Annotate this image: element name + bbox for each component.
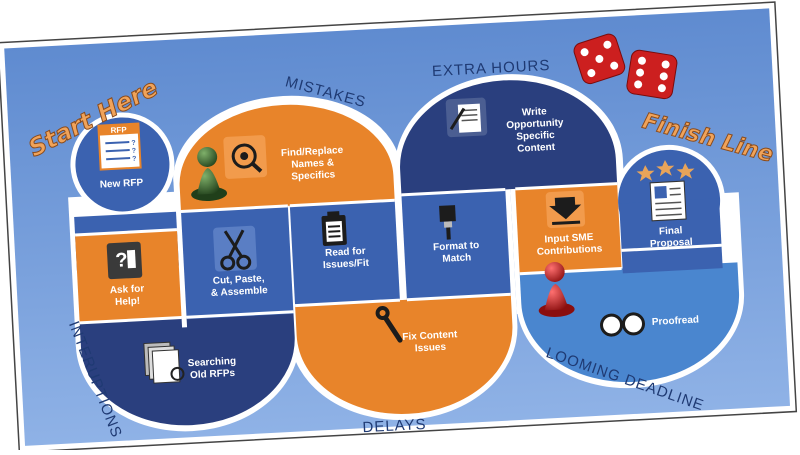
hazard-delays: DELAYS	[362, 416, 427, 436]
tile-label-cut-paste: Cut, Paste,& Assemble	[210, 273, 268, 299]
tile-label-line: Proposal	[650, 237, 694, 250]
svg-text:?: ?	[132, 148, 137, 155]
tile-label-line: Ask for	[110, 283, 145, 296]
die-two[interactable]	[626, 49, 678, 100]
tile-label-line: Final	[659, 225, 683, 237]
svg-text:?: ?	[131, 140, 136, 147]
tile-label-new-rfp: New RFP	[100, 177, 144, 190]
rfp-document-icon: RFP ???	[98, 124, 140, 170]
rfp-doc-label: RFP	[110, 125, 127, 135]
download-arrow-icon	[545, 190, 585, 228]
tile-label-read-issues: Read forIssues/Fit	[322, 246, 370, 271]
tile-label-searching: SearchingOld RFPs	[188, 356, 237, 381]
tile-label-line: Names &	[291, 157, 334, 170]
raised-hand-icon: ?	[107, 242, 143, 280]
tile-label-line: Write	[522, 106, 548, 118]
tile-label-line: Specific	[516, 130, 555, 143]
tile-label-line: Specifics	[291, 169, 336, 182]
magnifier-gear-icon	[223, 135, 267, 179]
tile-label-line: Match	[442, 252, 471, 264]
tile-label-input-sme: Input SMEContributions	[536, 231, 603, 257]
clipboard-icon	[321, 211, 347, 246]
svg-text:?: ?	[115, 249, 128, 272]
tile-label-line: Read for	[325, 246, 366, 259]
tile-label-line: Issues	[415, 342, 447, 355]
writing-scroll-icon	[445, 97, 487, 137]
board: RFP ??? ?	[0, 2, 796, 450]
tile-label-line: Content	[517, 142, 556, 155]
tile-label-line: New RFP	[100, 177, 144, 190]
svg-text:?: ?	[132, 156, 137, 163]
tile-label-line: Help!	[115, 296, 141, 308]
scissors-icon	[213, 226, 257, 272]
